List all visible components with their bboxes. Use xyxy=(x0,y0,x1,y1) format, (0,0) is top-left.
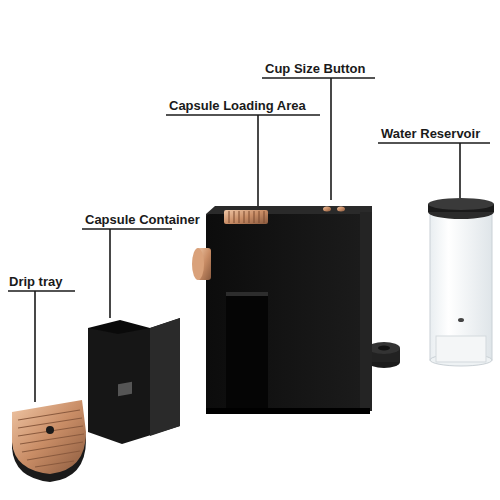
reservoir-dock xyxy=(368,342,400,368)
part-label: Cup Size Button xyxy=(264,61,366,76)
part-label: Drip tray xyxy=(8,274,63,289)
water-reservoir xyxy=(428,198,494,366)
part-label: Water Reservoir xyxy=(380,126,481,141)
part-label: Capsule Container xyxy=(84,212,201,227)
drip-tray xyxy=(12,400,86,482)
part-label: Capsule Loading Area xyxy=(168,98,307,113)
capsule-container xyxy=(88,318,180,444)
coffee-machine xyxy=(192,206,372,414)
